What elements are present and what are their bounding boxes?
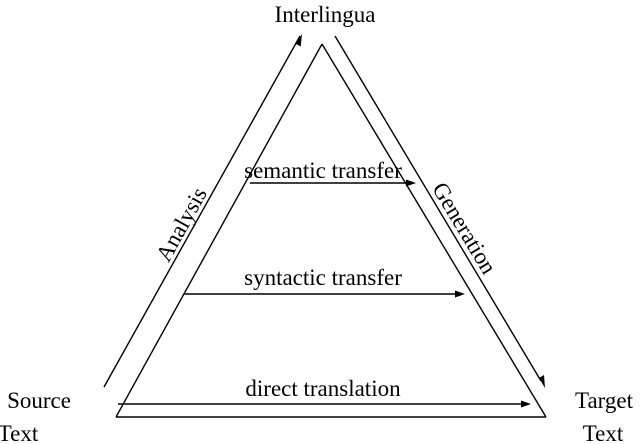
direct-translation-label: direct translation [245,376,401,401]
analysis-arrowhead [295,34,302,47]
generation-label: Generation [427,178,501,279]
semantic-transfer-label: semantic transfer [244,158,402,183]
syntactic-transfer-arrowhead [455,290,465,298]
target-text-label-line1: Target [575,388,634,413]
interlingua-label: Interlingua [275,2,376,27]
target-text-label-line2: Text [583,421,624,444]
analysis-label: Analysis [151,183,212,266]
analysis-edge-arrow [103,35,301,388]
source-text-label-line1: Source [7,388,71,413]
syntactic-transfer-label: syntactic transfer [244,265,402,290]
source-text-label-line2: Text [0,421,39,444]
generation-arrowhead [539,375,545,388]
right-outer-edge [321,43,547,418]
direct-translation-arrowhead [521,400,531,408]
semantic-transfer-arrowhead [406,179,416,187]
left-outer-edge [115,43,323,418]
generation-edge-arrow [334,35,542,382]
